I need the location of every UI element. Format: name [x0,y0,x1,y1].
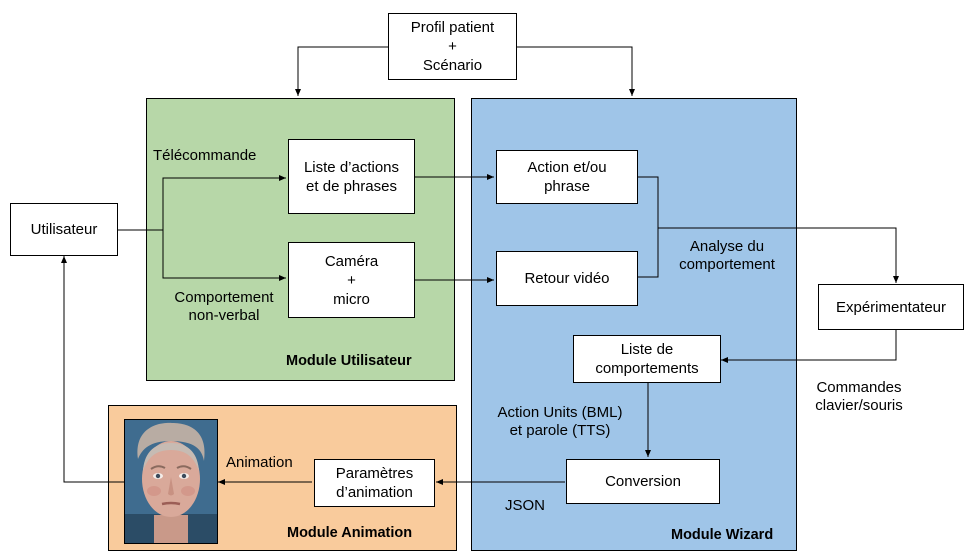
video-return-label: Retour vidéo [524,270,610,287]
label-analysis: Analyse du comportement [667,238,787,274]
label-nonverbal-line-2: non-verbal [188,307,260,324]
arrow-profile-to-user-module [295,46,388,96]
module-animation-title: Module Animation [287,525,413,541]
label-json: JSON [505,497,546,514]
label-nonverbal-line-1: Comportement [174,289,274,306]
label-animation: Animation [226,454,293,471]
line-action-bracket [638,176,659,278]
arrow-analysis-to-experimenter [658,227,899,283]
action-phrase-line-1: Action et/ou [527,159,607,176]
experimenter-label: Expérimentateur [835,298,947,316]
module-user-title: Module Utilisateur [286,353,412,369]
label-action-units-line-2: et parole (TTS) [509,422,611,439]
label-action-units-line-1: Action Units (BML) [497,404,623,421]
profile-scenario-box: Profil patient + Scénario [388,13,517,80]
animation-params-box: Paramètres d’animation [314,459,435,507]
arrow-experimenter-to-behaviours [721,330,897,363]
behaviour-list-box: Liste de comportements [573,335,721,383]
label-analysis-line-2: comportement [679,256,775,273]
conversion-label: Conversion [605,473,681,490]
camera-mic-box: Caméra + micro [288,242,415,318]
experimenter-box: Expérimentateur [818,284,964,330]
label-commands: Commandes clavier/souris [797,379,921,415]
label-analysis-line-1: Analyse du [689,238,765,255]
virtual-patient-face-icon [124,419,218,544]
label-nonverbal: Comportement non-verbal [160,289,288,325]
label-commands-line-2: clavier/souris [815,397,903,414]
actions-list-box: Liste d’actions et de phrases [288,139,415,214]
action-phrase-line-2: phrase [544,178,590,195]
module-wizard-title: Module Wizard [671,527,774,543]
conversion-box: Conversion [566,459,720,504]
video-return-box: Retour vidéo [496,251,638,306]
camera-line-3: micro [333,290,370,308]
utilisateur-box: Utilisateur [10,203,118,256]
profile-line-3: Scénario [422,57,483,74]
camera-line-2: + [347,271,356,289]
utilisateur-label: Utilisateur [30,221,98,238]
actions-list-line-1: Liste d’actions [303,158,400,176]
actions-list-line-2: et de phrases [306,177,397,195]
profile-line-2: + [448,38,457,55]
arrow-user-to-camera [162,230,286,281]
arrow-user-to-actions [162,175,286,230]
anim-params-line-2: d’animation [336,484,413,501]
arrow-profile-to-wizard-module [517,46,635,96]
camera-line-1: Caméra [324,252,379,270]
action-phrase-box: Action et/ou phrase [496,150,638,204]
profile-line-1: Profil patient [410,19,495,36]
arrow-animation-feedback-to-user [61,256,126,483]
label-telecommande: Télécommande [153,147,257,164]
anim-params-line-1: Paramètres [335,465,414,482]
label-action-units: Action Units (BML) et parole (TTS) [480,404,640,440]
label-commands-line-1: Commandes [816,379,902,396]
behaviour-list-line-1: Liste de [620,341,674,358]
behaviour-list-line-2: comportements [595,360,699,377]
